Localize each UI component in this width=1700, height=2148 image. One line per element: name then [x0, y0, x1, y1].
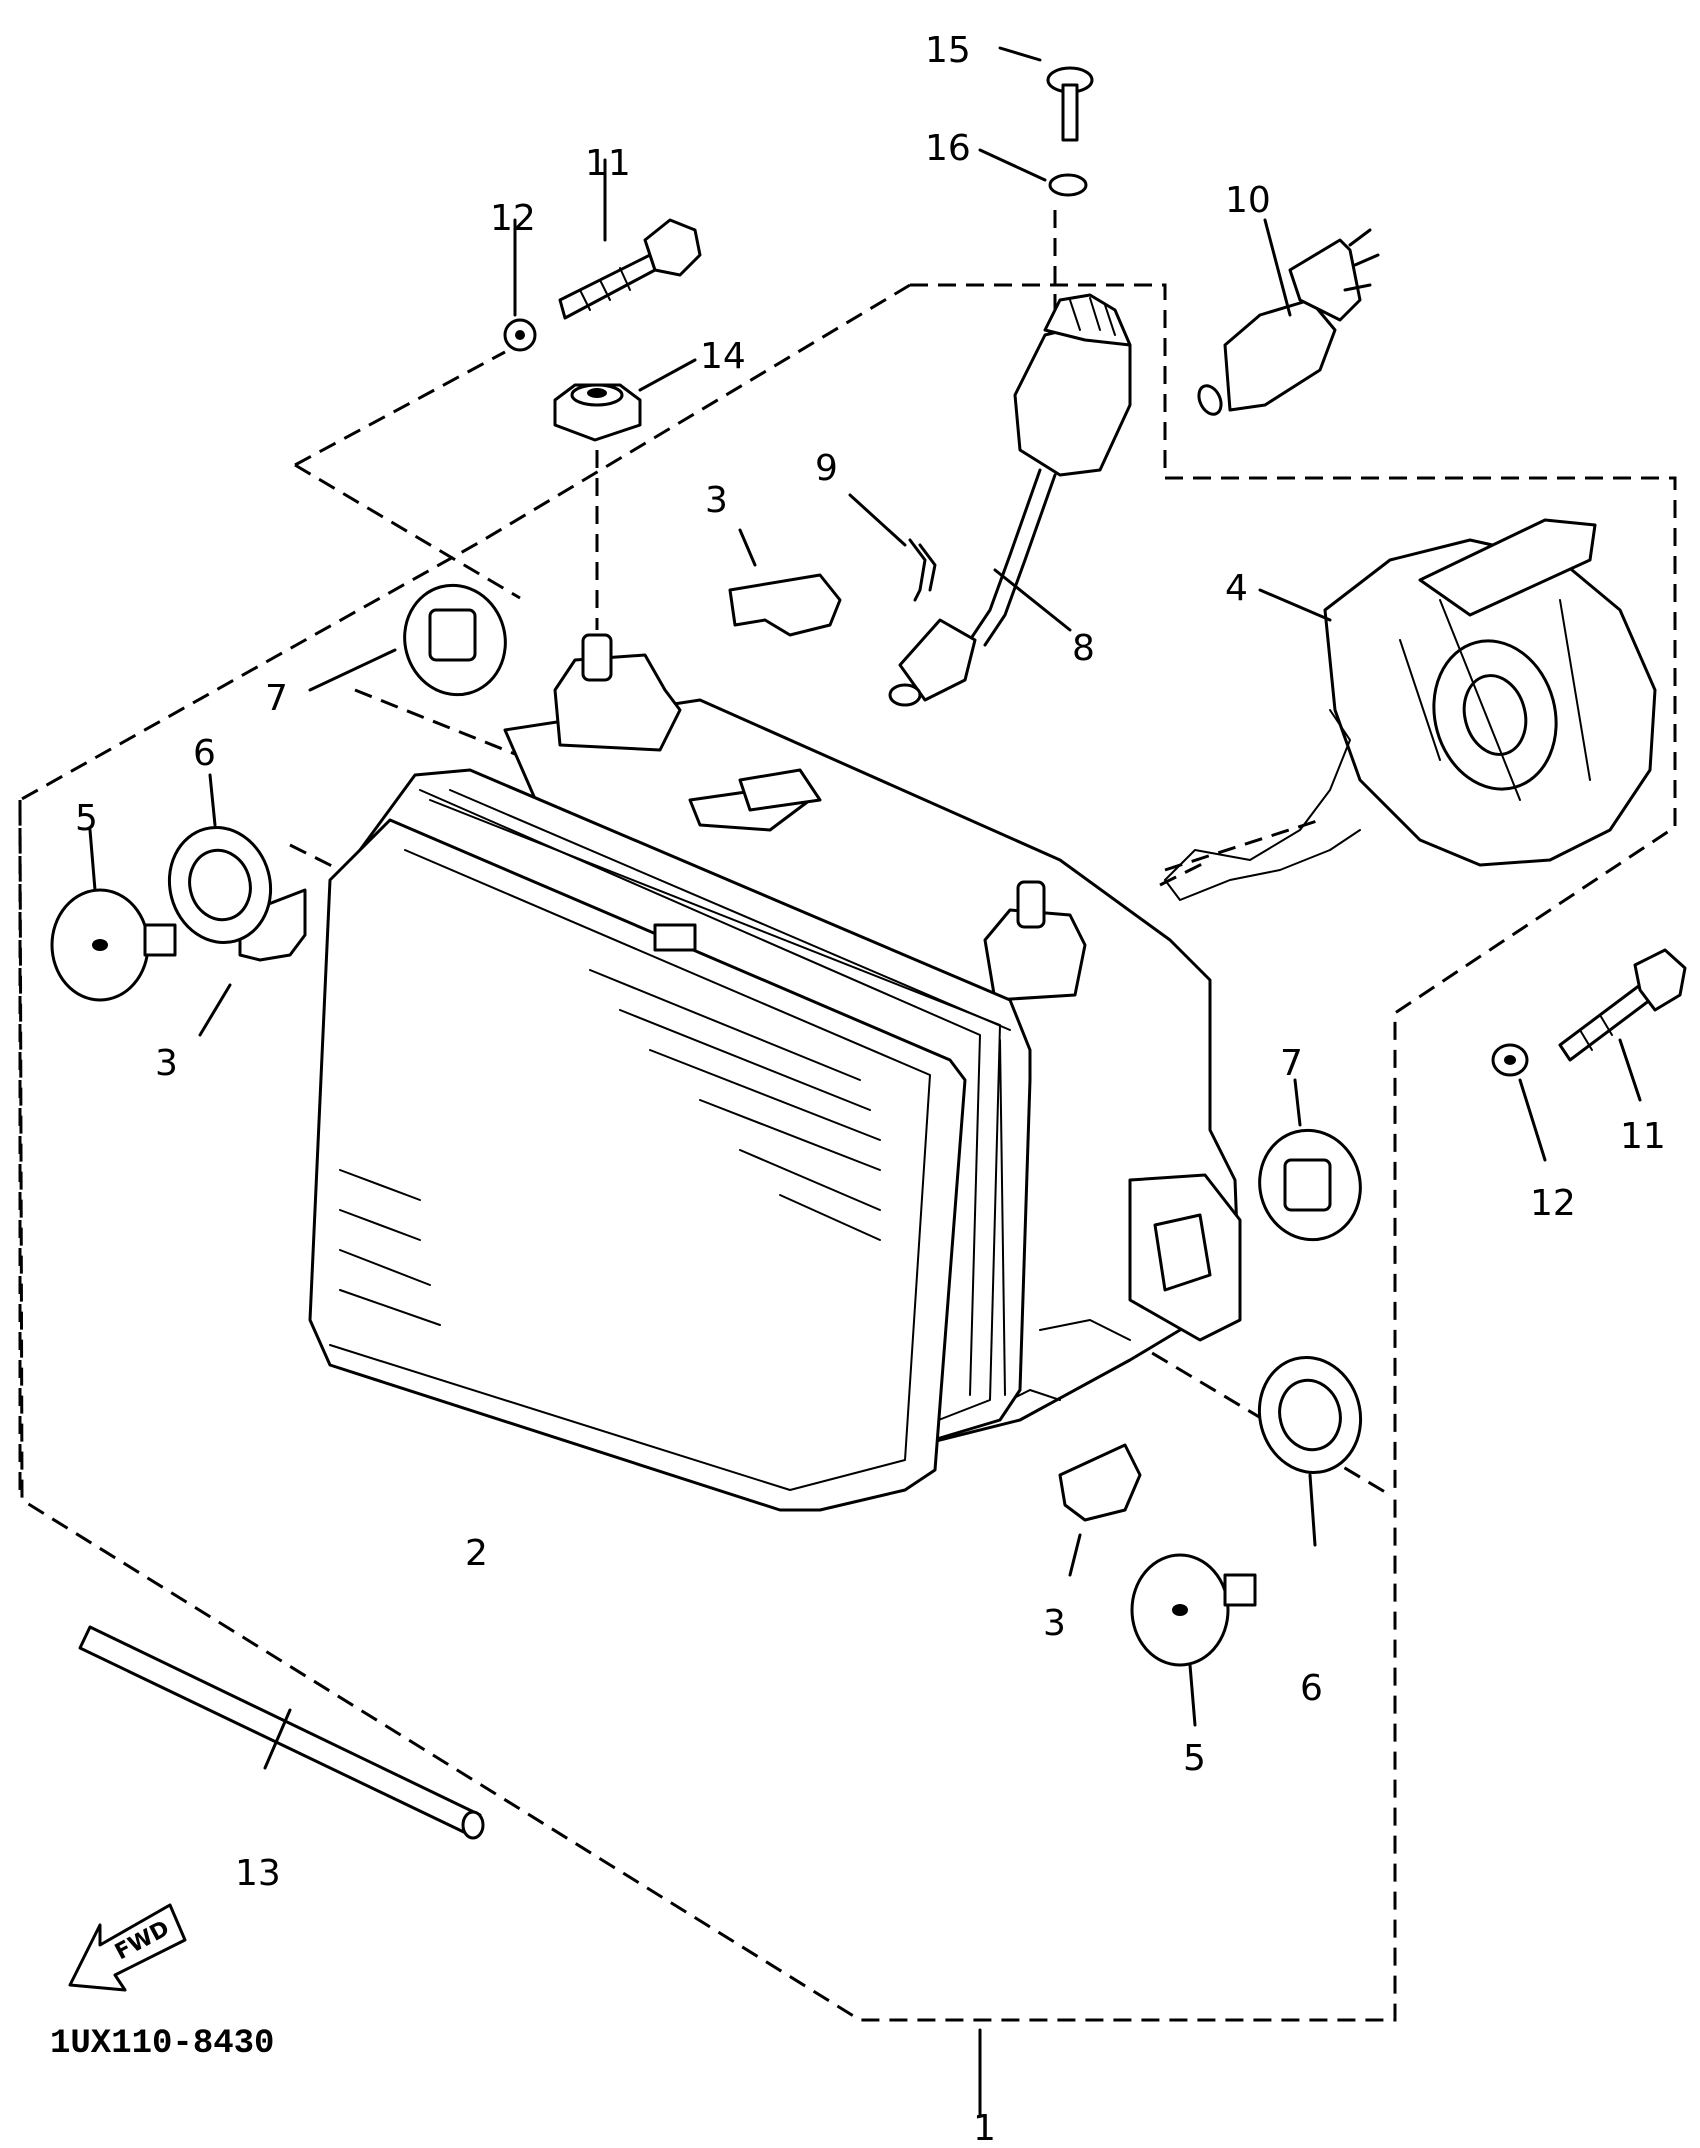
collar-6-right	[1257, 1356, 1363, 1547]
headlight-unit	[308, 633, 1242, 1512]
knob-5-left	[50, 828, 177, 1002]
rear-cover-4	[1164, 518, 1657, 901]
cover-3-left	[198, 888, 307, 1037]
callout-3-bottom: 3	[1043, 1603, 1066, 1644]
lens-texture	[339, 969, 881, 1326]
callout-8: 8	[1072, 628, 1095, 669]
callout-3-top: 3	[705, 480, 728, 521]
screw-15	[998, 46, 1094, 142]
callout-6-left: 6	[193, 733, 216, 774]
washer-12-top	[503, 218, 537, 352]
mount-rubber-7-top	[308, 583, 507, 697]
callout-7-right: 7	[1280, 1043, 1303, 1084]
callout-15: 15	[925, 30, 971, 71]
callout-9: 9	[815, 448, 838, 489]
collar-6-left	[167, 773, 273, 944]
callout-13: 13	[235, 1853, 281, 1894]
knob-5-right	[1130, 1553, 1257, 1727]
drawing-code: 1UX110-8430	[50, 2025, 274, 2063]
callout-4: 4	[1225, 568, 1248, 609]
callout-5-left: 5	[75, 798, 98, 839]
callout-1: 1	[973, 2108, 996, 2148]
grommet-14	[553, 358, 697, 630]
cover-3-top	[728, 528, 842, 637]
callout-labels: 1 2 3 3 3 4 5 5 6 6 7 7 8 9 10 11 11 12 …	[75, 30, 1666, 2148]
callout-12-top: 12	[490, 198, 536, 239]
callout-2: 2	[465, 1533, 488, 1574]
bolt-11-right	[1558, 948, 1687, 1102]
cover-3-bottom	[1058, 1443, 1142, 1577]
callout-12-right: 12	[1530, 1183, 1576, 1224]
callout-16: 16	[925, 128, 971, 169]
bolt-11-top	[558, 158, 702, 320]
rod-13	[78, 1625, 485, 1840]
bulb-10	[1197, 218, 1380, 416]
callout-14: 14	[700, 336, 746, 377]
mount-rubber-7-right	[1258, 1078, 1362, 1242]
callout-7-top: 7	[265, 678, 288, 719]
callout-11-top: 11	[585, 143, 631, 184]
clip-9	[848, 493, 937, 602]
forward-arrow: FWD	[68, 1903, 187, 1992]
washer-12-right	[1491, 1043, 1547, 1162]
callout-6-right: 6	[1300, 1668, 1323, 1709]
callout-11-right: 11	[1620, 1116, 1666, 1157]
callout-5-right: 5	[1183, 1738, 1206, 1779]
socket-cord-8	[888, 293, 1132, 707]
callout-3-left: 3	[155, 1043, 178, 1084]
washer-16	[978, 148, 1088, 370]
callout-10: 10	[1225, 180, 1271, 221]
